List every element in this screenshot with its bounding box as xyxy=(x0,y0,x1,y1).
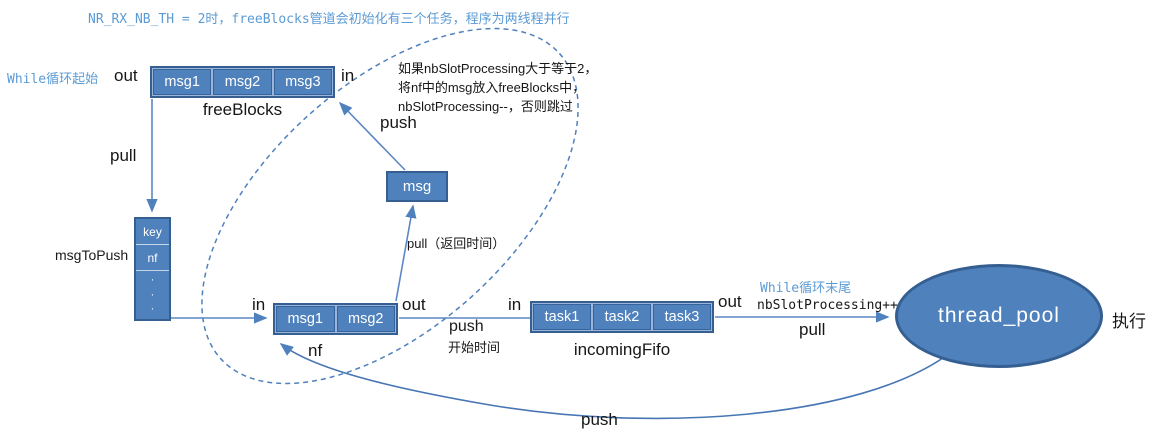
push-to-freeblocks-label: push xyxy=(380,113,417,132)
top-note: NR_RX_NB_TH = 2时，freeBlocks管道会初始化有三个任务，程… xyxy=(88,12,570,27)
pull-freeblocks-label: pull xyxy=(110,146,137,165)
fifo-in-label: in xyxy=(508,295,522,314)
nf-queue: msg1 msg2 xyxy=(273,303,398,335)
nf-caption: nf xyxy=(308,341,323,360)
incomingfifo-caption: incomingFifo xyxy=(573,340,671,359)
fifo-cell: task1 xyxy=(533,304,591,330)
condition-annotation: 如果nbSlotProcessing大于等于2， 将nf中的msg放入freeB… xyxy=(398,59,597,116)
stack-dot: · xyxy=(150,303,155,316)
incomingfifo-queue: task1 task2 task3 xyxy=(530,301,714,333)
start-time-label: 开始时间 xyxy=(448,340,501,355)
freeblocks-cell: msg1 xyxy=(153,69,212,95)
nf-cell: msg1 xyxy=(276,306,335,332)
stack-cell: key xyxy=(143,224,162,239)
freeblocks-queue: msg1 msg2 msg3 xyxy=(150,66,335,98)
while-start-label: While循环起始 xyxy=(7,72,99,87)
annotation-line: 如果nbSlotProcessing大于等于2， xyxy=(398,61,598,76)
pull-return-label: pull（返回时间） xyxy=(407,236,506,251)
arrow-msg-to-freeblocks xyxy=(338,101,406,171)
stack-dot: · xyxy=(150,288,155,301)
fifo-out-label: out xyxy=(718,292,742,311)
annotation-line: nbSlotProcessing--，否则跳过 xyxy=(398,99,573,114)
freeblocks-caption: freeBlocks xyxy=(202,100,283,119)
pull-threadpool-label: pull xyxy=(799,320,826,339)
stack-dot: · xyxy=(150,273,155,286)
msgtopush-label: msgToPush xyxy=(55,247,129,263)
nf-in-label: in xyxy=(252,295,266,314)
nf-cell: msg2 xyxy=(336,306,395,332)
execute-label: 执行 xyxy=(1112,312,1146,331)
stack-ellipsis: · · · xyxy=(136,270,169,319)
annotation-line: 将nf中的msg放入freeBlocks中， xyxy=(398,80,586,95)
msgtopush-stack: key nf · · · xyxy=(134,217,171,321)
stack-cell: nf xyxy=(136,244,169,270)
freeblocks-cell: msg3 xyxy=(273,69,332,95)
freeblocks-cell: msg2 xyxy=(213,69,272,95)
push-bottom-label: push xyxy=(581,410,618,429)
arrow-pool-to-nf xyxy=(279,343,951,420)
arrow-nf-to-msg xyxy=(395,204,417,302)
nbslot-increment-label: nbSlotProcessing++ xyxy=(757,298,898,313)
dashed-group-ellipse xyxy=(201,27,579,385)
thread-pool-node: thread_pool xyxy=(895,264,1103,368)
while-end-label: While循环末尾 xyxy=(760,281,852,296)
msg-box: msg xyxy=(386,171,448,202)
nf-out-label: out xyxy=(402,295,426,314)
freeblocks-out-label: out xyxy=(114,66,138,85)
freeblocks-in-label: in xyxy=(341,66,355,85)
fifo-cell: task3 xyxy=(653,304,711,330)
fifo-cell: task2 xyxy=(593,304,651,330)
push-start-label: push xyxy=(449,318,484,335)
